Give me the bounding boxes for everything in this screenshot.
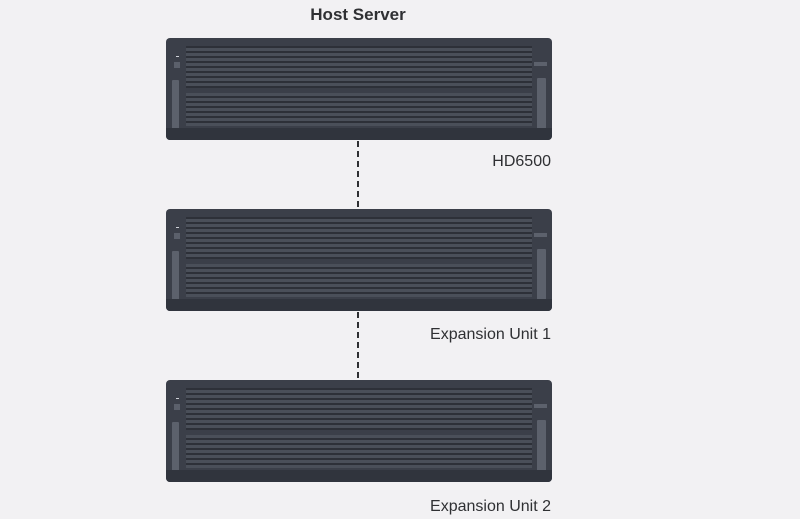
indicator-icon	[534, 404, 547, 408]
server-unit-hd6500	[166, 38, 552, 140]
power-led-icon	[174, 62, 180, 68]
indicator-icon	[534, 62, 547, 66]
diagram-title: Host Server	[258, 4, 458, 26]
power-led-icon	[174, 233, 180, 239]
vent-grille	[186, 217, 532, 297]
right-handle	[537, 78, 546, 130]
vent-grille	[186, 388, 532, 468]
status-led-icon	[176, 227, 179, 228]
left-handle	[172, 422, 179, 472]
status-led-icon	[176, 56, 179, 57]
server-unit-expansion-2	[166, 380, 552, 482]
unit-label-hd6500: HD6500	[492, 152, 551, 172]
right-handle	[537, 420, 546, 472]
status-led-icon	[176, 398, 179, 399]
vent-grille	[186, 46, 532, 126]
indicator-icon	[534, 233, 547, 237]
server-unit-expansion-1	[166, 209, 552, 311]
left-handle	[172, 80, 179, 130]
unit-label-expansion-2: Expansion Unit 2	[430, 497, 551, 517]
connector-line	[357, 141, 359, 207]
right-handle	[537, 249, 546, 301]
connector-line	[357, 312, 359, 378]
left-handle	[172, 251, 179, 301]
unit-label-expansion-1: Expansion Unit 1	[430, 325, 551, 345]
power-led-icon	[174, 404, 180, 410]
